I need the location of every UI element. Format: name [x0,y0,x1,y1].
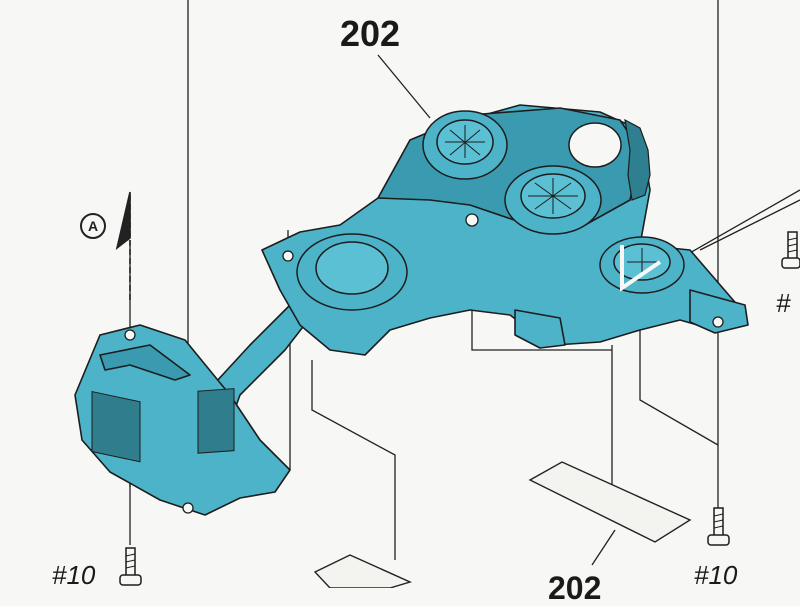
part-number-label-bottom: 202 [548,570,602,606]
screw-holes [124,213,724,514]
screw-label-bottom-left: #10 [52,560,96,590]
screw-label-right: # [776,288,791,318]
exploded-parts-diagram [74,0,800,588]
ribbed-grip [91,388,235,463]
screw-icon [119,231,800,586]
part-number-label: 202 [340,13,401,54]
gear-teeth [624,118,651,201]
reference-marker: A [80,213,106,239]
screw-label-bottom-right: #10 [694,560,738,590]
connector-block [74,324,291,516]
tape-pieces [313,461,692,588]
dial-ridges [445,125,657,276]
reference-arrow [115,191,131,300]
